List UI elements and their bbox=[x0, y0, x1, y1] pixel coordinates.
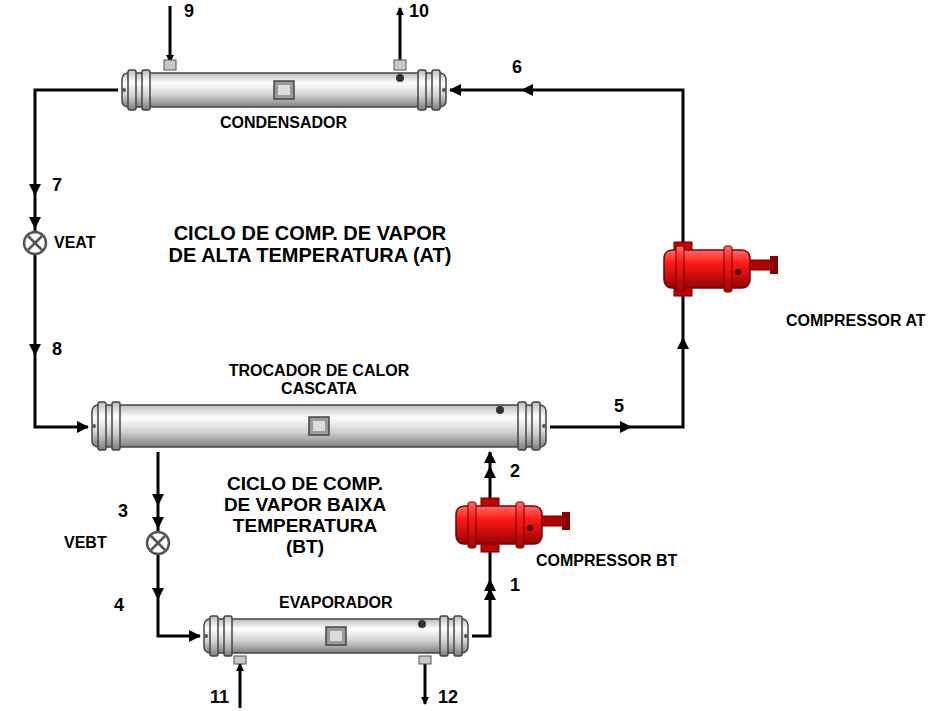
node-label: COMPRESSOR AT bbox=[786, 312, 926, 330]
callout-number: 10 bbox=[407, 2, 431, 22]
callout-number: 11 bbox=[208, 688, 231, 708]
refrigerant-line bbox=[35, 258, 88, 427]
expansion-valve: VEBT bbox=[60, 528, 175, 558]
callout-number: 6 bbox=[510, 58, 524, 78]
node-label: COMPRESSOR BT bbox=[536, 552, 677, 570]
node-label: VEAT bbox=[54, 234, 95, 252]
node-label: TROCADOR DE CALOR CASCATA bbox=[219, 362, 419, 398]
cycle-title: CICLO DE COMP. DE VAPOR BAIXA TEMPERATUR… bbox=[222, 474, 388, 558]
refrigerant-line bbox=[472, 580, 490, 636]
compressor: COMPRESSOR BT bbox=[452, 488, 752, 580]
refrigerant-line bbox=[157, 452, 160, 528]
cycle-title: CICLO DE COMP. DE VAPOR DE ALTA TEMPERAT… bbox=[160, 222, 460, 266]
callout-number: 7 bbox=[50, 176, 64, 196]
expansion-valve: VEAT bbox=[20, 228, 120, 258]
callout-number: 2 bbox=[508, 462, 522, 482]
node-label: VEBT bbox=[64, 534, 107, 552]
node-label: EVAPORADOR bbox=[279, 594, 393, 612]
callout-number: 8 bbox=[50, 340, 64, 360]
refrigerant-line bbox=[550, 338, 683, 427]
refrigerant-line bbox=[450, 90, 683, 238]
refrigerant-line bbox=[35, 90, 118, 228]
condenser: CONDENSADOR bbox=[118, 62, 450, 138]
evaporator: EVAPORADOR bbox=[200, 590, 472, 658]
callout-number: 9 bbox=[182, 2, 196, 22]
callout-number: 3 bbox=[116, 502, 130, 522]
compressor: COMPRESSOR AT bbox=[650, 238, 930, 338]
cascade-heat-exchanger: TROCADOR DE CALOR CASCATA bbox=[88, 360, 550, 452]
callout-number: 12 bbox=[436, 688, 460, 708]
callout-number: 4 bbox=[112, 596, 126, 616]
node-label: CONDENSADOR bbox=[220, 114, 347, 132]
callout-number: 1 bbox=[508, 576, 522, 596]
refrigerant-line bbox=[158, 558, 200, 636]
callout-number: 5 bbox=[612, 397, 626, 417]
refrigerant-line bbox=[489, 452, 492, 488]
